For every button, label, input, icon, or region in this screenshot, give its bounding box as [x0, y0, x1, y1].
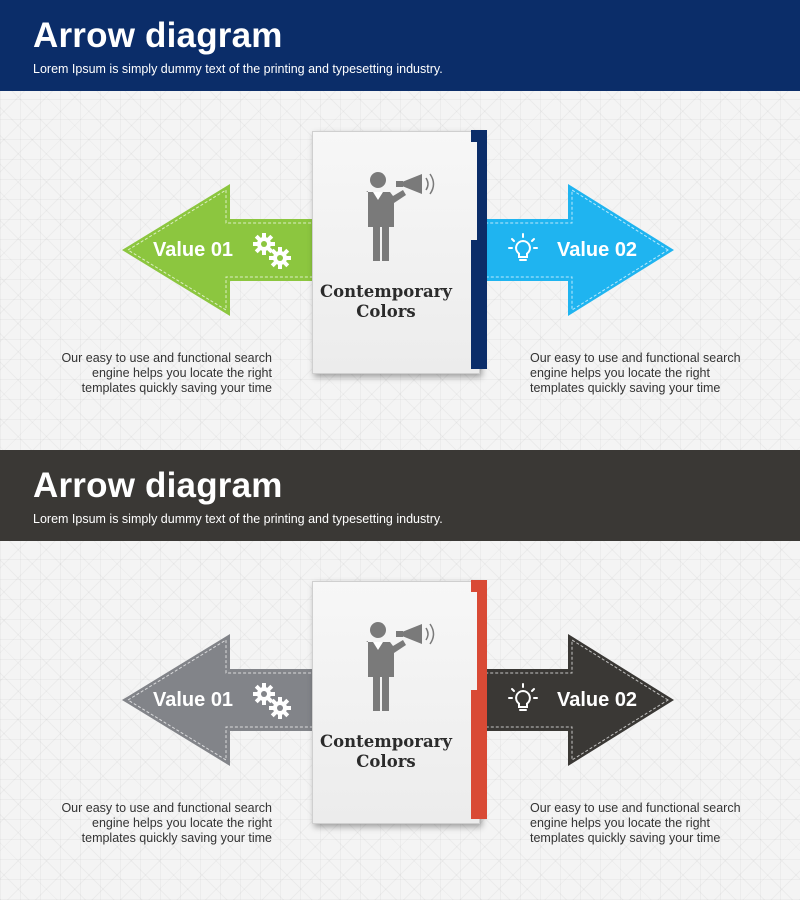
- right-arrow: [470, 184, 674, 316]
- right-caption-line: engine helps you locate the right: [530, 366, 710, 380]
- card-title-line2: Colors: [356, 752, 416, 771]
- left-arrow: [122, 634, 330, 766]
- left-arrow-label: Value 01: [153, 239, 234, 261]
- left-caption-line: engine helps you locate the right: [92, 816, 272, 830]
- right-caption-line: templates quickly saving your time: [530, 831, 721, 845]
- center-card: [312, 131, 480, 374]
- right-arrow: [470, 634, 674, 766]
- left-caption: Our easy to use and functional search en…: [32, 801, 272, 846]
- card-title-line2: Colors: [356, 302, 416, 321]
- person-megaphone-icon: [366, 172, 435, 261]
- lightbulb-icon: [508, 233, 538, 261]
- card-tab-accent-top: [471, 580, 487, 592]
- left-caption: Our easy to use and functional search en…: [32, 351, 272, 396]
- card-title: Contemporary Colors: [312, 732, 460, 772]
- left-arrow-stitch: [127, 639, 327, 761]
- card-title-line1: Contemporary: [320, 282, 452, 301]
- right-arrow-label: Value 02: [557, 689, 638, 711]
- gears-icon: [253, 683, 291, 719]
- left-arrow-label: Value 01: [153, 689, 234, 711]
- card-tab-accent-lower: [471, 690, 487, 819]
- left-arrow-stitch: [127, 189, 327, 311]
- left-caption-line: Our easy to use and functional search: [61, 801, 272, 815]
- arrow-diagram-section-1: Arrow diagram Lorem Ipsum is simply dumm…: [0, 0, 800, 396]
- left-caption-line: templates quickly saving your time: [81, 831, 272, 845]
- right-caption-line: engine helps you locate the right: [530, 816, 710, 830]
- card-tab-accent-top: [471, 130, 487, 142]
- card-tab-accent-lower: [471, 240, 487, 369]
- gears-icon: [253, 233, 291, 269]
- left-caption-line: engine helps you locate the right: [92, 366, 272, 380]
- center-card: [312, 581, 480, 824]
- right-caption-line: templates quickly saving your time: [530, 381, 721, 395]
- arrow-diagram-section-2: Arrow diagram Lorem Ipsum is simply dumm…: [0, 450, 800, 900]
- right-caption: Our easy to use and functional search en…: [530, 351, 770, 396]
- section-subtitle: Lorem Ipsum is simply dummy text of the …: [33, 62, 443, 76]
- right-caption: Our easy to use and functional search en…: [530, 801, 770, 846]
- left-arrow: [122, 184, 330, 316]
- lightbulb-icon: [508, 683, 538, 711]
- card-tab-accent: [477, 142, 487, 240]
- left-caption-line: templates quickly saving your time: [81, 381, 272, 395]
- card-title: Contemporary Colors: [312, 282, 460, 322]
- section-title: Arrow diagram: [33, 466, 283, 505]
- header-banner: Arrow diagram Lorem Ipsum is simply dumm…: [0, 450, 800, 541]
- person-megaphone-icon: [366, 622, 435, 711]
- right-arrow-label: Value 02: [557, 239, 638, 261]
- left-caption-line: Our easy to use and functional search: [61, 351, 272, 365]
- card-title-line1: Contemporary: [320, 732, 452, 751]
- header-banner: Arrow diagram Lorem Ipsum is simply dumm…: [0, 0, 800, 91]
- right-caption-line: Our easy to use and functional search: [530, 351, 741, 365]
- card-tab-accent: [477, 592, 487, 690]
- section-title: Arrow diagram: [33, 16, 283, 55]
- section-subtitle: Lorem Ipsum is simply dummy text of the …: [33, 512, 443, 526]
- right-caption-line: Our easy to use and functional search: [530, 801, 741, 815]
